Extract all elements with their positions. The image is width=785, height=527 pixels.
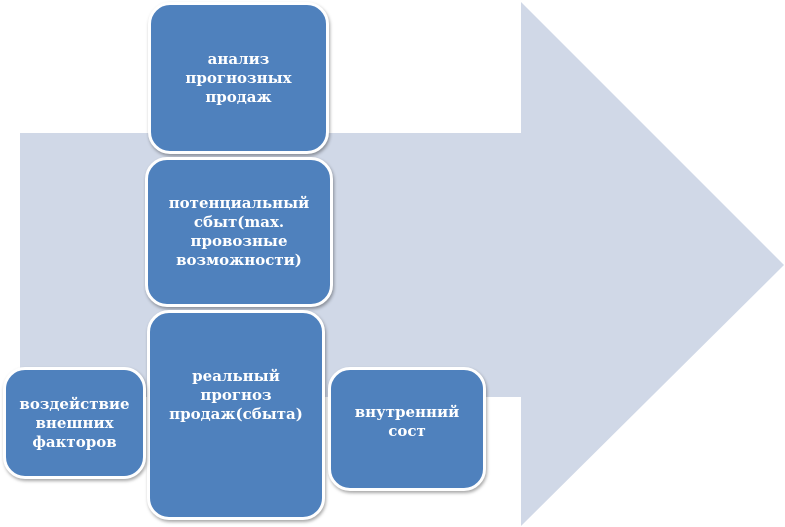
external-factors-box: воздействие внешних факторов — [3, 367, 146, 479]
analysis-forecast-box: анализ прогнозных продаж — [148, 2, 329, 154]
potential-sales-text: потенциальный сбыт(max. провозные возмож… — [169, 194, 310, 270]
text-line: продаж(сбыта) — [169, 404, 303, 423]
potential-sales-box: потенциальный сбыт(max. провозные возмож… — [145, 157, 333, 307]
text-line: внешних — [35, 413, 114, 432]
external-factors-text: воздействие внешних факторов — [19, 395, 129, 452]
internal-state-box: внутренний сост — [328, 367, 486, 491]
text-line: провозные — [190, 232, 288, 250]
real-forecast-box: реальный прогноз продаж(сбыта) — [147, 310, 325, 520]
text-line: реальный — [192, 366, 280, 385]
text-line: внутренний — [354, 403, 460, 421]
text-line: прогнозных — [185, 68, 292, 87]
text-line: сост — [388, 422, 426, 440]
text-line: анализ — [207, 49, 270, 68]
text-line: сбыт(max. — [193, 213, 285, 231]
text-line: потенциальный — [168, 194, 310, 212]
internal-state-text: внутренний сост — [355, 403, 460, 441]
real-forecast-text: реальный прогноз продаж(сбыта) — [169, 367, 303, 424]
text-line: продаж — [205, 87, 272, 106]
text-line: возможности) — [176, 251, 302, 269]
text-line: прогноз — [200, 385, 272, 404]
text-line: воздействие — [19, 394, 130, 413]
text-line: факторов — [32, 432, 117, 451]
analysis-forecast-text: анализ прогнозных продаж — [185, 50, 291, 107]
